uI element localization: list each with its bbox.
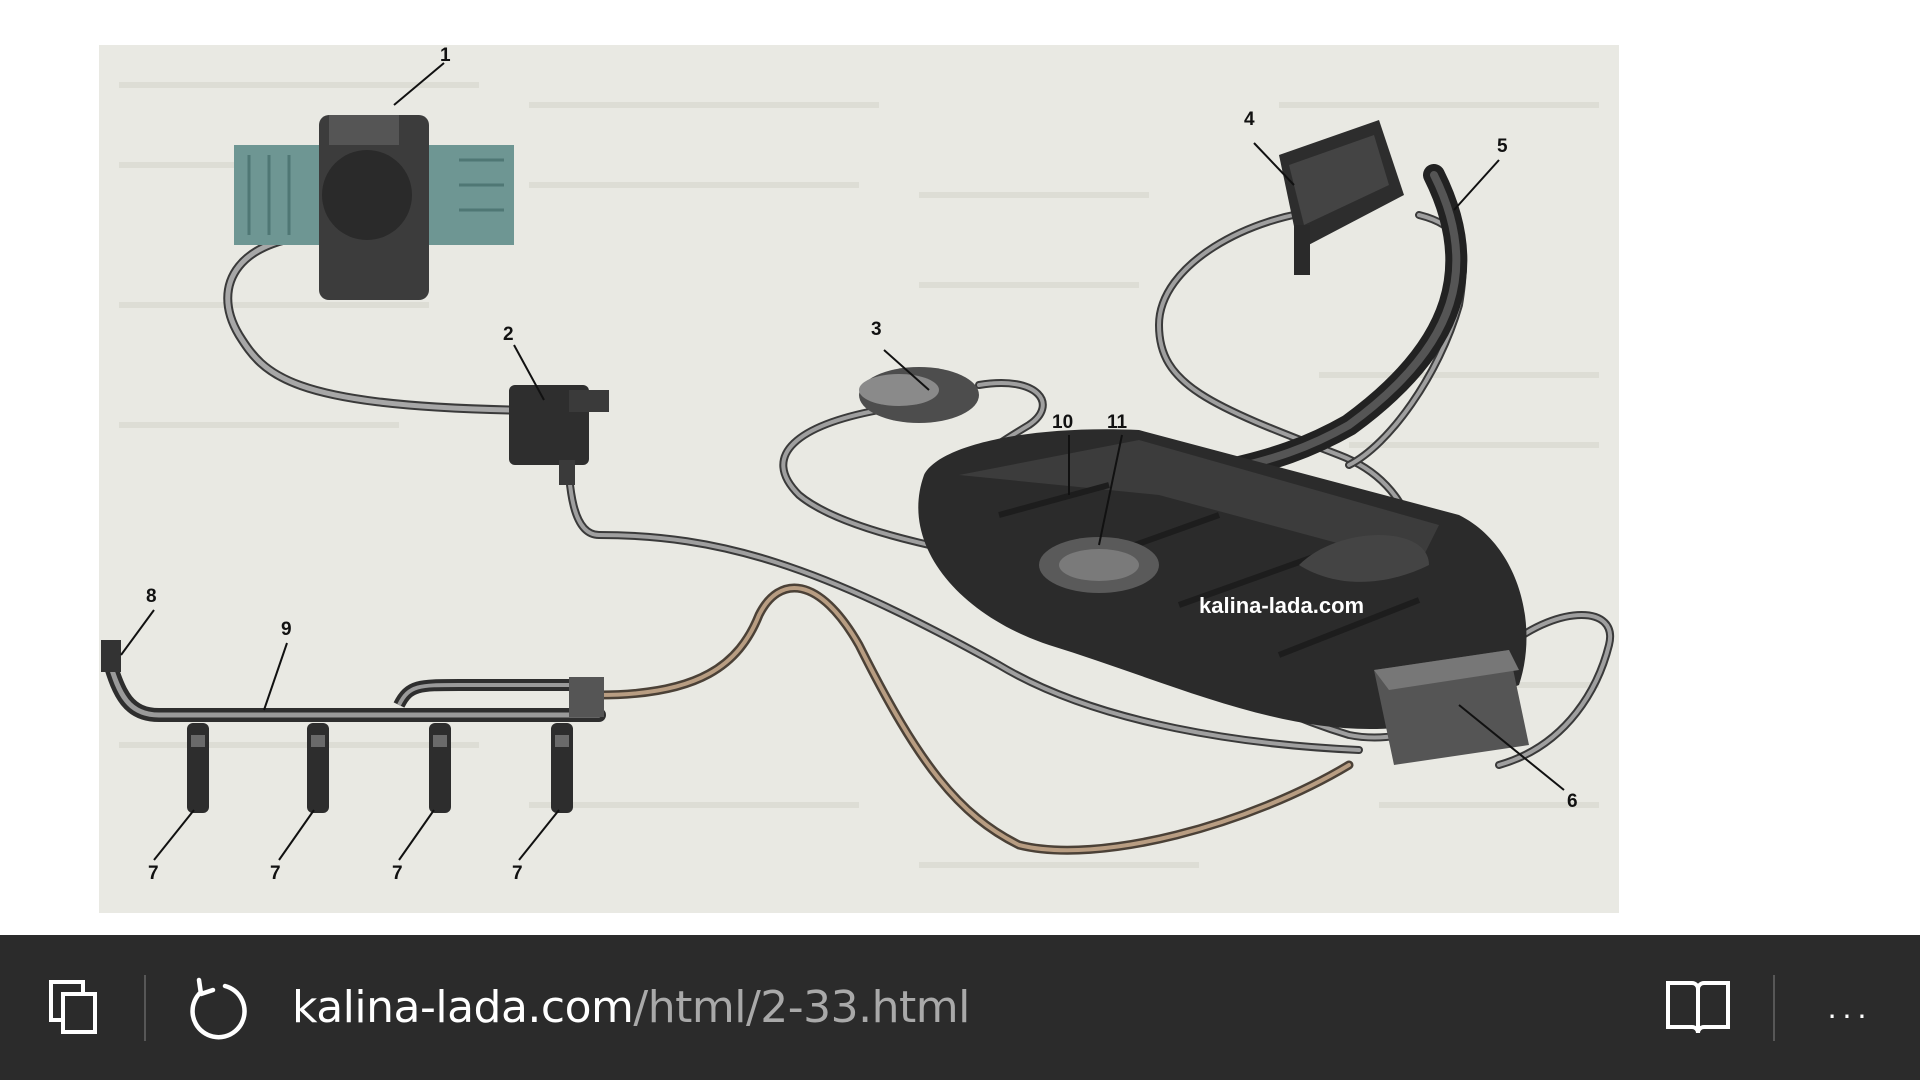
callout-2: 2 xyxy=(503,324,514,345)
adsorber-canister xyxy=(1374,650,1529,765)
more-label: ... xyxy=(1827,989,1873,1025)
address-bar[interactable]: kalina-lada.com/html/2-33.html xyxy=(292,935,970,1080)
callout-6: 6 xyxy=(1567,791,1578,812)
throttle-body xyxy=(234,115,514,300)
callout-7-second: 7 xyxy=(270,863,281,884)
callout-9: 9 xyxy=(281,619,292,640)
canister-purge-valve xyxy=(509,385,609,485)
refresh-icon[interactable] xyxy=(182,935,252,1080)
separator-left xyxy=(144,975,146,1041)
fuel-system-diagram: 1 2 3 4 5 6 7 7 7 7 8 9 10 11 kalina-lad… xyxy=(99,45,1619,913)
fuel-rail xyxy=(101,640,606,813)
tabs-icon[interactable] xyxy=(38,935,108,1080)
reading-view-icon[interactable] xyxy=(1660,935,1736,1080)
fuel-system-illustration: 1 2 3 4 5 6 7 7 7 7 8 9 10 11 kalina-lad… xyxy=(101,45,1615,884)
fuel-filter xyxy=(859,367,979,423)
callout-7-fourth: 7 xyxy=(512,863,523,884)
fuel-tank xyxy=(918,429,1527,729)
callout-8: 8 xyxy=(146,586,157,607)
browser-bottom-bar: kalina-lada.com/html/2-33.html ... xyxy=(0,935,1920,1080)
url-domain: kalina-lada.com xyxy=(292,982,634,1033)
callout-10: 10 xyxy=(1052,412,1073,433)
separator-tank xyxy=(1279,120,1404,275)
web-page-content: 1 2 3 4 5 6 7 7 7 7 8 9 10 11 kalina-lad… xyxy=(99,45,1619,913)
callout-7-third: 7 xyxy=(392,863,403,884)
callout-1: 1 xyxy=(440,45,451,66)
more-icon[interactable]: ... xyxy=(1810,935,1890,1080)
callout-5: 5 xyxy=(1497,136,1508,157)
callout-3: 3 xyxy=(871,319,882,340)
url-path: /html/2-33.html xyxy=(633,982,970,1033)
callout-4: 4 xyxy=(1244,109,1255,130)
callout-7-first: 7 xyxy=(148,863,159,884)
separator-right xyxy=(1773,975,1775,1041)
callout-11: 11 xyxy=(1107,412,1128,433)
watermark: kalina-lada.com xyxy=(1199,593,1364,618)
